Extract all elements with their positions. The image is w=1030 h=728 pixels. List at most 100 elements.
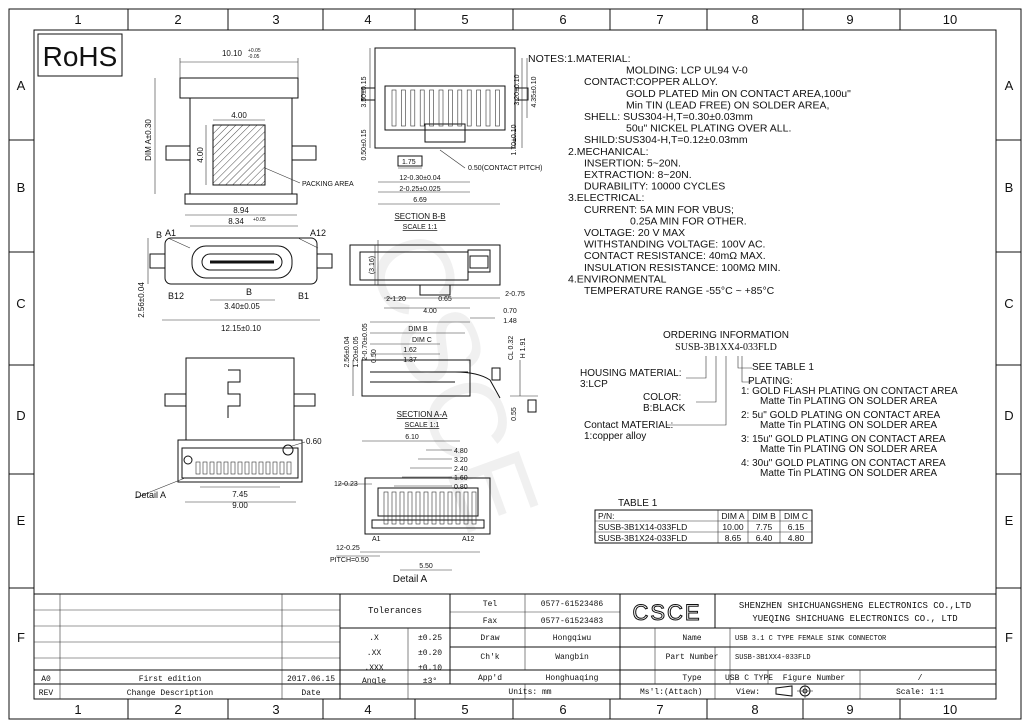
detail-a-stack-dims: 4.803.202.401.600.80 — [394, 448, 468, 491]
note-line: VOLTAGE: 20 V MAX — [584, 227, 685, 239]
solder-pin — [202, 461, 208, 475]
date-label: Date — [301, 689, 320, 698]
company-1: SHENZHEN SHICHUANGSHENG ELECTRONICS CO.,… — [739, 601, 971, 611]
dim-148: 1.48 — [503, 318, 517, 325]
col-marker-bottom-9: 9 — [846, 702, 853, 717]
table1-cell: SUSB-3B1X24-033FLD — [598, 533, 687, 543]
detail-pin — [471, 491, 477, 525]
dim-065: 0.65 — [438, 296, 452, 303]
dim-435: 4.35±0.10 — [531, 76, 538, 107]
solder-pin — [251, 461, 257, 475]
label-a1: A1 — [165, 228, 176, 238]
col-marker-top-8: 8 — [751, 12, 758, 27]
contact-pin — [495, 89, 500, 127]
dim-sq-h: 4.00 — [196, 147, 205, 163]
detail-pin — [423, 491, 429, 525]
detail-pin — [463, 491, 469, 525]
col-marker-top-3: 3 — [272, 12, 279, 27]
solder-pin — [237, 461, 243, 475]
col-marker-bottom-6: 6 — [559, 702, 566, 717]
see-table: SEE TABLE 1 — [752, 362, 814, 373]
rohs-label: RoHS — [43, 41, 118, 72]
contact-pin — [457, 89, 463, 127]
table1-header: DIM B — [752, 511, 776, 521]
dim-top-width: 10.10 — [222, 49, 243, 58]
plating-option: 2: 5u" GOLD PLATING ON CONTACT AREA — [741, 410, 940, 421]
dim-050v: 0.50 — [371, 349, 378, 363]
contact-pin — [438, 89, 444, 127]
solder-pin — [279, 461, 285, 475]
dim-a: DIM A±0.30 — [144, 119, 153, 161]
note-line: 0.25A MIN FOR OTHER. — [630, 215, 747, 227]
section-aa-view — [352, 321, 538, 413]
draw-label: Draw — [480, 634, 499, 643]
col-marker-top-10: 10 — [943, 12, 957, 27]
tolerance-value: ±0.20 — [418, 649, 442, 658]
dim-pitch050: PITCH=0.50 — [330, 557, 369, 564]
dim-060: 0.60 — [306, 437, 322, 446]
stack-dim: 3.20 — [454, 457, 468, 464]
company-2: YUEQING SHICHUANG ELECTRONICS CO., LTD — [752, 614, 957, 624]
dim-070: 0.70 — [503, 308, 517, 315]
table1-header: DIM A — [721, 511, 744, 521]
dim-2025: 2-0.25±0.025 — [399, 186, 440, 193]
note-line: NOTES:1.MATERIAL: — [528, 53, 631, 65]
table1-cell: 7.75 — [756, 522, 773, 532]
solder-pin — [272, 461, 278, 475]
plating-header: PLATING: — [748, 376, 793, 387]
projection-symbol — [775, 684, 813, 698]
plating-option: 1: GOLD FLASH PLATING ON CONTACT AREA — [741, 386, 958, 397]
row-marker-left-C: C — [16, 296, 25, 311]
plating-option: 3: 15u" GOLD PLATING ON CONTACT AREA — [741, 434, 946, 445]
detail-pin — [407, 491, 413, 525]
pn-label: Part Number — [666, 653, 719, 662]
dim-b: DIM B — [408, 326, 428, 333]
color-label: COLOR: — [643, 392, 681, 403]
appd-label: App'd — [478, 674, 502, 683]
detail-pin — [447, 491, 453, 525]
note-line: INSERTION: 5~20N. — [584, 157, 681, 169]
note-line: INSULATION RESISTANCE: 100MΩ MIN. — [584, 262, 781, 274]
dim-120: 1.20±0.05 — [353, 336, 360, 367]
table1-title: TABLE 1 — [618, 498, 658, 509]
table1-cell: 10.00 — [722, 522, 744, 532]
bottom-view — [134, 357, 316, 503]
detail-a-title: Detail A — [393, 574, 428, 585]
name-value: USB 3.1 C TYPE FEMALE SINK CONNECTOR — [735, 635, 887, 643]
view-label: View: — [736, 688, 760, 697]
contact-pin — [476, 89, 481, 127]
col-marker-bottom-1: 1 — [74, 702, 81, 717]
dim-front-top: 8.34 — [228, 217, 244, 226]
solder-pin — [244, 461, 250, 475]
note-line: 2.MECHANICAL: — [568, 146, 649, 158]
row-marker-right-D: D — [1004, 408, 1013, 423]
rev-date: 2017.06.15 — [287, 675, 335, 684]
detail-pin — [391, 491, 397, 525]
row-marker-left-E: E — [17, 513, 26, 528]
note-line: 50u" NICKEL PLATING OVER ALL. — [626, 123, 791, 135]
row-marker-left-B: B — [17, 180, 26, 195]
note-line: DURABILITY: 10000 CYCLES — [584, 181, 725, 193]
dim-c: DIM C — [412, 337, 432, 344]
col-marker-bottom-4: 4 — [364, 702, 371, 717]
figure-label: Figure Number — [783, 674, 846, 683]
note-line: CONTACT:COPPER ALLOY. — [584, 76, 718, 88]
row-marker-left-D: D — [16, 408, 25, 423]
tolerance-key: .XX — [367, 649, 382, 658]
rev-label: REV — [39, 689, 54, 698]
dim-h191: H 1.91 — [520, 338, 527, 359]
row-marker-left-A: A — [17, 78, 26, 93]
material-attach: Ms'l:(Attach) — [640, 688, 702, 697]
tol-up: +0.05 — [248, 48, 261, 54]
type-label: Type — [682, 674, 701, 683]
dim-055: 0.55 — [511, 407, 518, 421]
row-marker-right-A: A — [1005, 78, 1014, 93]
section-bb-view — [361, 47, 529, 205]
solder-pin — [223, 461, 229, 475]
dim-316: (3.16) — [369, 256, 376, 274]
figure-value: / — [918, 674, 923, 683]
